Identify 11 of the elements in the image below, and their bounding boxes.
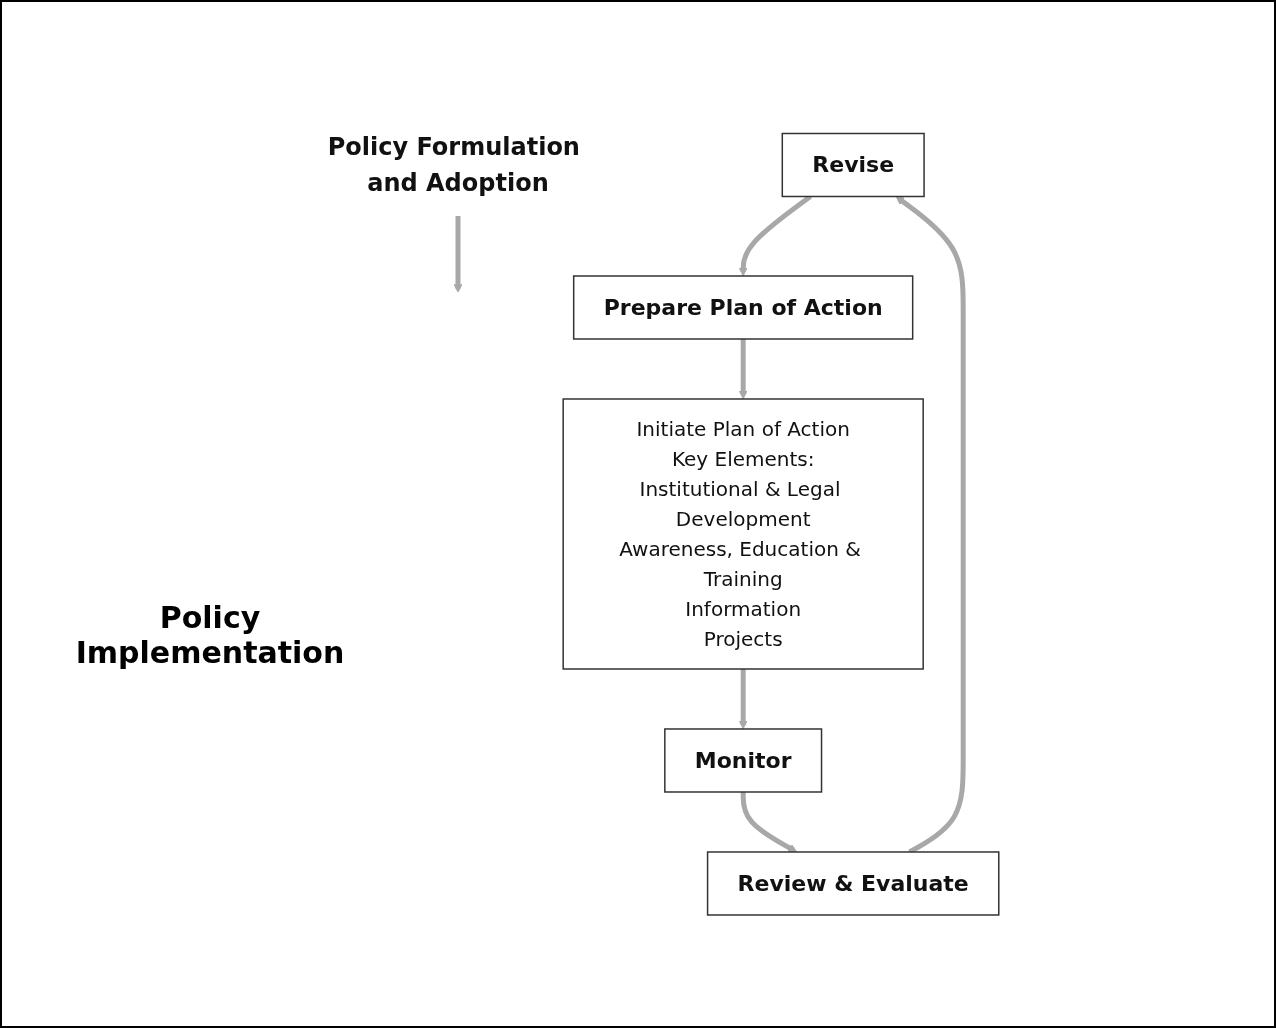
node-box: Revise	[781, 132, 925, 197]
arrow	[738, 668, 748, 729]
node-box: Prepare Plan of Action	[572, 274, 914, 340]
node-box: Review & Evaluate	[706, 850, 1000, 916]
arrow	[738, 338, 748, 399]
node-box: Initiate Plan of Action Key Elements: Institutional & Legal Development Awareness, Education & Training Information Projects	[562, 397, 924, 670]
node-box: Monitor	[663, 727, 822, 793]
arrow	[740, 791, 797, 852]
node-text: Policy Formulation and Adoption	[327, 132, 580, 197]
arrow	[453, 215, 462, 293]
center-heading: Policy Implementation	[74, 600, 346, 670]
